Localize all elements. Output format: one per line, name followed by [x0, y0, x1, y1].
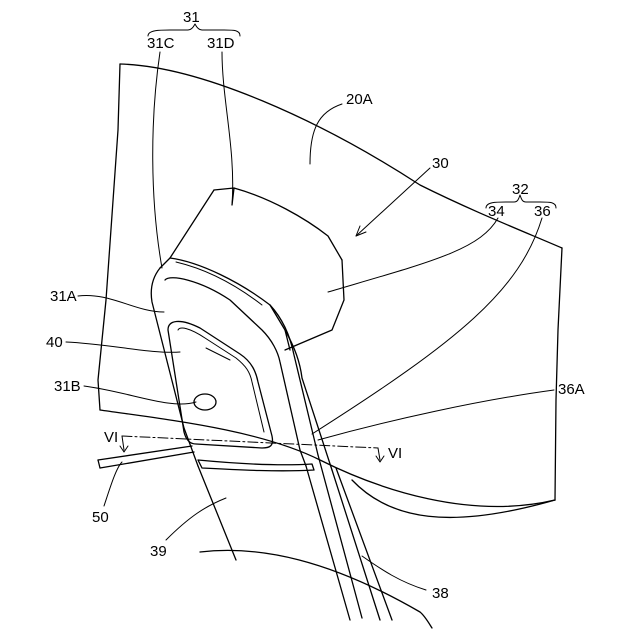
seat-back-outline — [98, 64, 120, 410]
frame-rim-right-2 — [285, 330, 332, 470]
label-36: 36 — [534, 203, 551, 220]
leader-36 — [312, 218, 542, 434]
webbing-50 — [98, 446, 194, 468]
label-38: 38 — [432, 585, 449, 602]
label-31B: 31B — [54, 378, 81, 395]
buckle-top-inner-ridge — [176, 262, 262, 305]
label-31: 31 — [183, 9, 200, 26]
label-36A: 36A — [558, 381, 585, 398]
label-VI-left: VI — [104, 429, 118, 446]
label-20A: 20A — [346, 91, 373, 108]
leader-20A — [310, 104, 342, 164]
label-32: 32 — [512, 181, 529, 198]
label-50: 50 — [92, 509, 109, 526]
leader-34 — [328, 218, 498, 292]
release-hole — [194, 394, 216, 410]
stalk-band — [198, 460, 314, 471]
seat-back-right-edge — [555, 248, 562, 500]
leader-31C — [153, 52, 162, 268]
leader-38 — [362, 556, 426, 590]
leader-39 — [166, 498, 226, 540]
stalk-left-edge — [198, 466, 236, 560]
webbing-end — [98, 460, 100, 468]
leader-36A — [318, 390, 554, 440]
label-40: 40 — [46, 334, 63, 351]
buckle-front-top-ridge — [170, 258, 290, 350]
leader-50 — [104, 462, 122, 506]
seat-cushion-curve — [200, 550, 432, 628]
label-30: 30 — [432, 155, 449, 172]
leader-31D — [222, 52, 233, 205]
label-39: 39 — [150, 543, 167, 560]
label-34: 34 — [488, 203, 505, 220]
section-arrow-right — [376, 448, 384, 462]
label-31A: 31A — [50, 288, 77, 305]
section-arrow-left — [120, 436, 128, 452]
section-line-vi — [122, 436, 378, 448]
latch-plate-slot — [206, 348, 230, 360]
buckle-right-face — [285, 260, 344, 350]
seat-back-top-edge — [120, 64, 562, 248]
label-VI-right: VI — [388, 445, 402, 462]
insertion-opening-inner — [178, 328, 264, 432]
buckle-left-top-edge — [160, 190, 214, 268]
frame-rim-right-1 — [270, 305, 318, 455]
label-31C: 31C — [147, 35, 175, 52]
frame-outer-rim — [151, 268, 198, 466]
leader-30 — [356, 168, 430, 236]
label-31D: 31D — [207, 35, 235, 52]
